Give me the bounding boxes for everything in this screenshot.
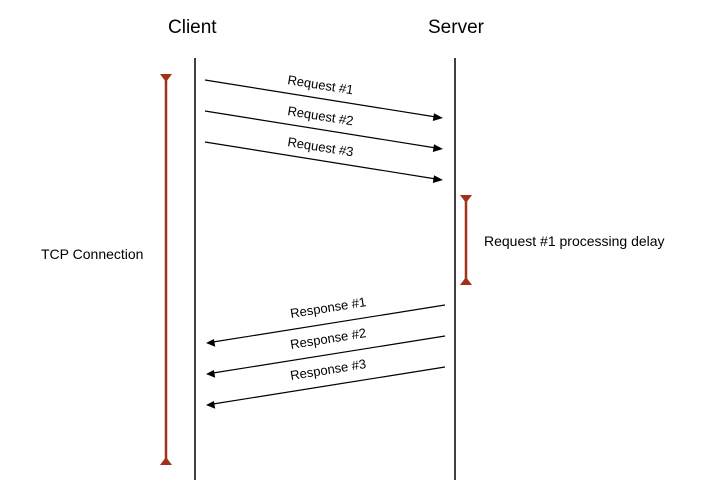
tcp-connection-label: TCP Connection <box>41 246 144 262</box>
response-arrow: Response #3 <box>206 356 446 409</box>
tcp-connection-bracket <box>160 74 172 465</box>
request-label: Request #1 <box>287 72 355 97</box>
response-label: Response #1 <box>289 294 367 321</box>
request-arrow: Request #3 <box>204 134 443 183</box>
response-label: Response #3 <box>289 356 367 383</box>
server-header: Server <box>428 17 484 38</box>
request-label: Request #3 <box>287 134 355 159</box>
response-label: Response #2 <box>289 325 367 352</box>
request-label: Request #2 <box>287 103 355 128</box>
processing-delay-bracket <box>460 195 472 285</box>
client-header: Client <box>168 17 217 38</box>
processing-delay-label: Request #1 processing delay <box>484 233 665 249</box>
